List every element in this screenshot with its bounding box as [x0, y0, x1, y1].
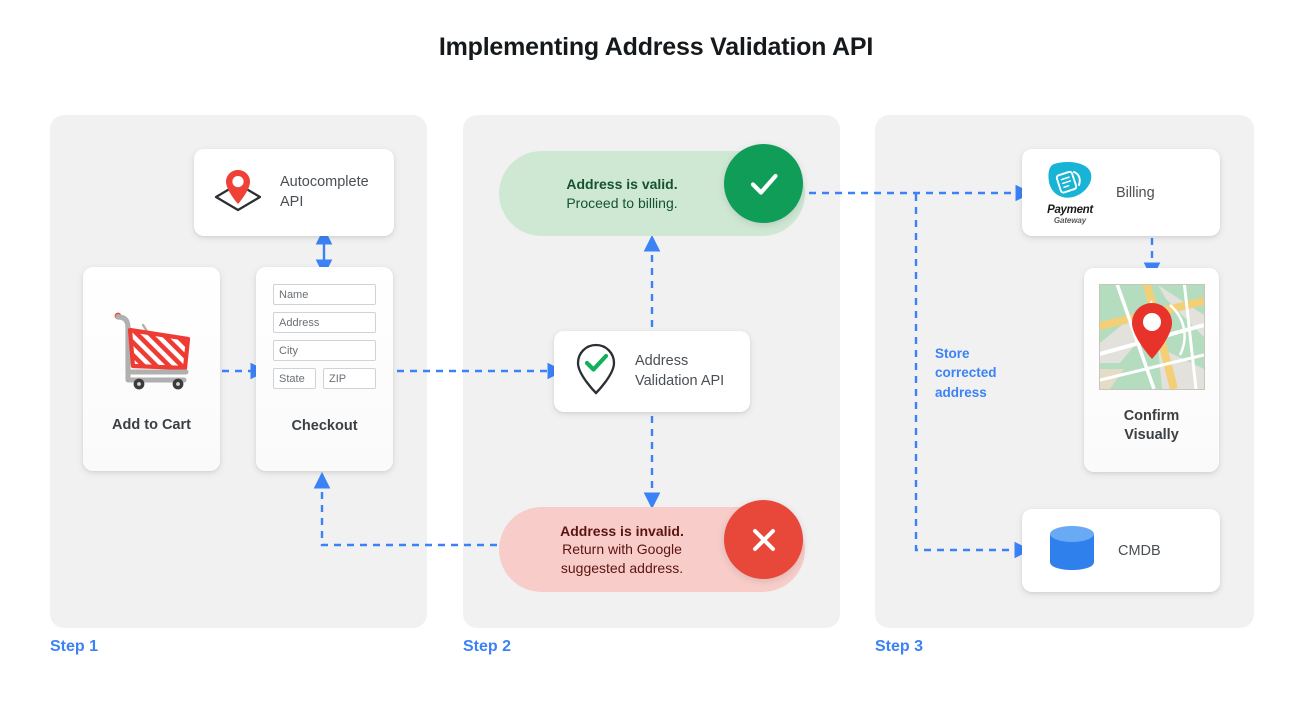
map-thumbnail-icon: [1098, 284, 1205, 390]
address-invalid-body-line2: suggested address.: [560, 559, 684, 576]
address-validation-api-label: Address Validation API: [635, 353, 725, 389]
checkout-card[interactable]: Name Address City State ZIP Checkout: [256, 267, 393, 471]
address-valid-body: Proceed to billing.: [566, 194, 678, 211]
step-1-label: Step 1: [50, 638, 99, 655]
checkout-caption: Checkout: [291, 418, 358, 434]
confirm-visually-card[interactable]: Confirm Visually: [1084, 268, 1219, 472]
confirm-visually-caption: Confirm Visually: [1123, 408, 1180, 444]
city-field[interactable]: City: [273, 340, 376, 361]
billing-label: Billing: [1116, 184, 1155, 201]
state-zip-row: State ZIP: [273, 368, 376, 396]
add-to-cart-card[interactable]: Add to Cart: [83, 267, 220, 471]
address-validation-api-card[interactable]: Address Validation API: [554, 331, 750, 412]
shopping-cart-icon: [106, 306, 198, 395]
step-3-label: Step 3: [875, 638, 924, 655]
address-invalid-headline: Address is invalid.: [560, 522, 684, 539]
payment-gateway-logo-icon: Payment Gateway: [1036, 160, 1104, 225]
address-valid-headline: Address is valid.: [566, 175, 678, 192]
address-field[interactable]: Address: [273, 312, 376, 333]
zip-field[interactable]: ZIP: [323, 368, 376, 389]
add-to-cart-caption: Add to Cart: [112, 416, 191, 433]
cmdb-card[interactable]: CMDB: [1022, 509, 1220, 592]
address-invalid-body-line1: Return with Google: [562, 541, 682, 558]
billing-card[interactable]: Payment Gateway Billing: [1022, 149, 1220, 236]
page-title: Implementing Address Validation API: [438, 33, 874, 61]
database-cylinder-icon: [1046, 523, 1098, 578]
address-invalid-text: Address is invalid. Return with Google s…: [499, 522, 805, 578]
map-pin-envelope-icon: [210, 162, 266, 223]
address-invalid-pill[interactable]: Address is invalid. Return with Google s…: [499, 500, 805, 592]
payment-gateway-sub: Gateway: [1053, 216, 1087, 225]
address-valid-text: Address is valid. Proceed to billing.: [499, 175, 805, 212]
pin-check-icon: [570, 340, 622, 403]
name-field[interactable]: Name: [273, 284, 376, 305]
state-field[interactable]: State: [273, 368, 316, 389]
close-x-icon: [724, 500, 803, 579]
autocomplete-api-card[interactable]: Autocomplete API: [194, 149, 394, 236]
payment-gateway-name: Payment: [1047, 204, 1093, 216]
store-corrected-address-annotation: Store corrected address: [935, 346, 997, 400]
address-valid-pill[interactable]: Address is valid. Proceed to billing.: [499, 144, 805, 236]
autocomplete-api-label: Autocomplete API: [280, 174, 369, 210]
check-icon: [724, 144, 803, 223]
step-2-label: Step 2: [463, 638, 512, 655]
cmdb-label: CMDB: [1118, 542, 1161, 559]
